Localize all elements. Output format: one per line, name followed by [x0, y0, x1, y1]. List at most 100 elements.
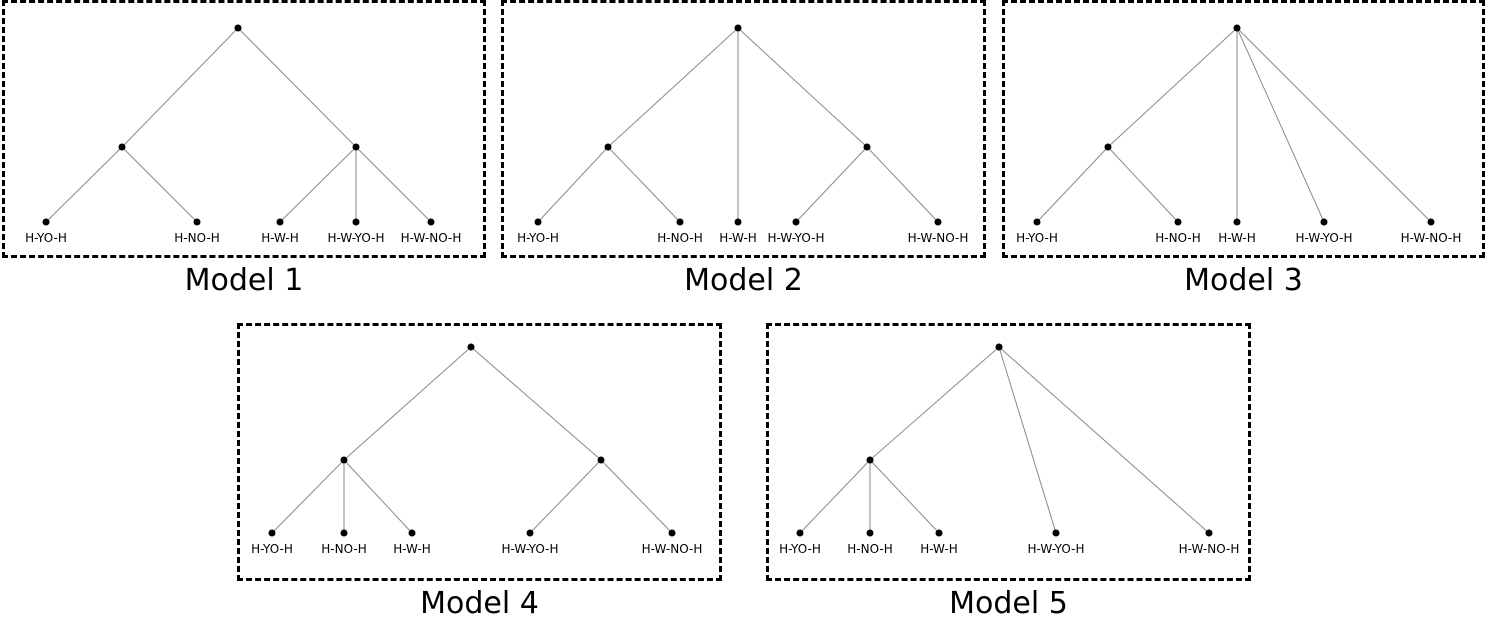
leaf-label: H-NO-H	[321, 542, 366, 556]
tree-edge	[600, 459, 673, 534]
tree-edge	[237, 27, 357, 148]
tree-edge	[121, 27, 239, 148]
internal-node	[863, 143, 871, 151]
tree-edge	[45, 146, 123, 223]
root-node	[234, 24, 242, 32]
leaf-label: H-W-NO-H	[401, 231, 462, 245]
tree-edge	[537, 146, 609, 223]
model-2-tree: H-YO-H H-NO-H H-W-H H-W-YO-H H-W-NO-H	[517, 24, 969, 245]
tree-edge	[866, 146, 939, 223]
tree-edge	[279, 146, 357, 223]
internal-node	[604, 143, 612, 151]
internal-node	[597, 456, 605, 464]
leaf-label: H-W-YO-H	[768, 231, 825, 245]
leaf-node	[534, 218, 542, 226]
leaf-node	[1427, 218, 1435, 226]
leaf-node	[1174, 218, 1182, 226]
leaf-node	[1320, 218, 1328, 226]
internal-node	[866, 456, 874, 464]
leaf-node	[268, 529, 276, 537]
leaf-node	[792, 218, 800, 226]
model-2-panel: H-YO-H H-NO-H H-W-H H-W-YO-H H-W-NO-H	[501, 0, 986, 258]
leaf-label: H-W-YO-H	[1028, 542, 1085, 556]
tree-edge	[869, 346, 1000, 461]
leaf-node	[935, 529, 943, 537]
leaf-label: H-W-YO-H	[1296, 231, 1353, 245]
tree-edge	[737, 27, 868, 148]
leaf-node	[340, 529, 348, 537]
internal-node	[1104, 143, 1112, 151]
tree-edge	[121, 146, 198, 223]
leaf-label: H-W-H	[920, 542, 958, 556]
leaf-label: H-W-H	[1218, 231, 1256, 245]
leaf-label: H-W-H	[719, 231, 757, 245]
model-2-caption: Model 2	[684, 263, 803, 298]
leaf-node	[408, 529, 416, 537]
model-4-caption: Model 4	[420, 586, 539, 621]
tree-edge	[355, 146, 432, 223]
leaf-node	[1233, 218, 1241, 226]
tree-edge	[998, 346, 1057, 534]
model-1-caption: Model 1	[184, 263, 304, 298]
root-node	[467, 343, 475, 351]
tree-edge	[343, 346, 472, 461]
model-5-caption: Model 5	[949, 586, 1068, 621]
tree-edge	[1107, 146, 1179, 223]
leaf-label: H-W-H	[261, 231, 299, 245]
tree-edge	[343, 459, 413, 534]
model-4-panel: H-YO-H H-NO-H H-W-H H-W-YO-H H-W-NO-H	[237, 323, 722, 581]
leaf-node	[1052, 529, 1060, 537]
tree-edge	[795, 146, 868, 223]
tree-edge	[1236, 27, 1325, 223]
leaf-node	[352, 218, 360, 226]
tree-edge	[607, 27, 739, 148]
leaf-label: H-YO-H	[25, 231, 67, 245]
leaf-label: H-NO-H	[1155, 231, 1200, 245]
leaf-node	[796, 529, 804, 537]
leaf-label: H-YO-H	[517, 231, 559, 245]
leaf-label: H-W-NO-H	[1401, 231, 1462, 245]
internal-node	[352, 143, 360, 151]
leaf-node	[42, 218, 50, 226]
leaf-label: H-YO-H	[1016, 231, 1058, 245]
tree-edge	[271, 459, 345, 534]
leaf-label: H-NO-H	[174, 231, 219, 245]
leaf-node	[934, 218, 942, 226]
tree-edge	[529, 459, 602, 534]
leaf-label: H-W-NO-H	[908, 231, 969, 245]
leaf-label: H-W-YO-H	[502, 542, 559, 556]
model-3-panel: H-YO-H H-NO-H H-W-H H-W-YO-H H-W-NO-H	[1002, 0, 1485, 258]
leaf-node	[526, 529, 534, 537]
internal-node	[340, 456, 348, 464]
tree-edge	[998, 346, 1210, 534]
leaf-label: H-W-NO-H	[642, 542, 703, 556]
tree-edge	[869, 459, 940, 534]
leaf-label: H-NO-H	[847, 542, 892, 556]
internal-node	[118, 143, 126, 151]
tree-edge	[1036, 146, 1109, 223]
model-3-caption: Model 3	[1184, 263, 1303, 298]
leaf-label: H-NO-H	[657, 231, 702, 245]
leaf-node	[427, 218, 435, 226]
tree-edge	[799, 459, 871, 534]
leaf-node	[734, 218, 742, 226]
root-node	[1233, 24, 1241, 32]
root-node	[734, 24, 742, 32]
model-4-tree: H-YO-H H-NO-H H-W-H H-W-YO-H H-W-NO-H	[251, 343, 703, 556]
leaf-node	[1205, 529, 1213, 537]
tree-edge	[607, 146, 681, 223]
tree-edge	[1236, 27, 1432, 223]
leaf-node	[668, 529, 676, 537]
root-node	[995, 343, 1003, 351]
tree-edge	[1107, 27, 1238, 148]
leaf-label: H-W-H	[393, 542, 431, 556]
leaf-node	[866, 529, 874, 537]
leaf-node	[676, 218, 684, 226]
leaf-node	[276, 218, 284, 226]
leaf-label: H-YO-H	[251, 542, 293, 556]
leaf-label: H-YO-H	[779, 542, 821, 556]
